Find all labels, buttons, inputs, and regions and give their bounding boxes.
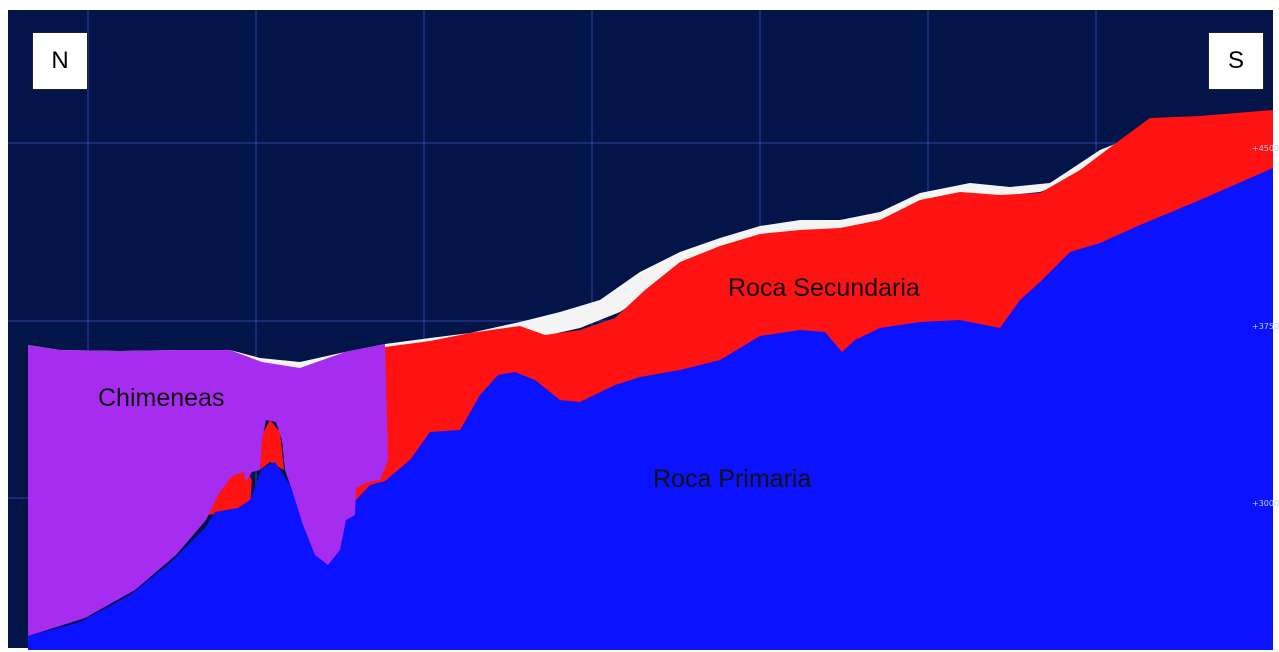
north-label: N: [32, 32, 88, 90]
primary-rock-label: Roca Primaria: [653, 465, 812, 493]
elevation-label: +3750: [1252, 322, 1279, 331]
secondary-rock-patch: [208, 467, 252, 515]
south-label: S: [1208, 32, 1264, 90]
secondary-rock-label: Roca Secundaria: [728, 274, 920, 302]
chimneys-label: Chimeneas: [98, 384, 225, 412]
elevation-label: +3000: [1252, 499, 1279, 508]
chimneys-area: [28, 344, 388, 636]
geologic-section: [8, 10, 1273, 650]
elevation-label: +4500: [1252, 144, 1279, 153]
surface-rim: [28, 138, 1140, 370]
cross-section-frame: N S Chimeneas Roca Secundaria Roca Prima…: [8, 10, 1279, 650]
secondary-rock-dike: [260, 420, 284, 470]
primary-rock-area: [28, 168, 1273, 650]
